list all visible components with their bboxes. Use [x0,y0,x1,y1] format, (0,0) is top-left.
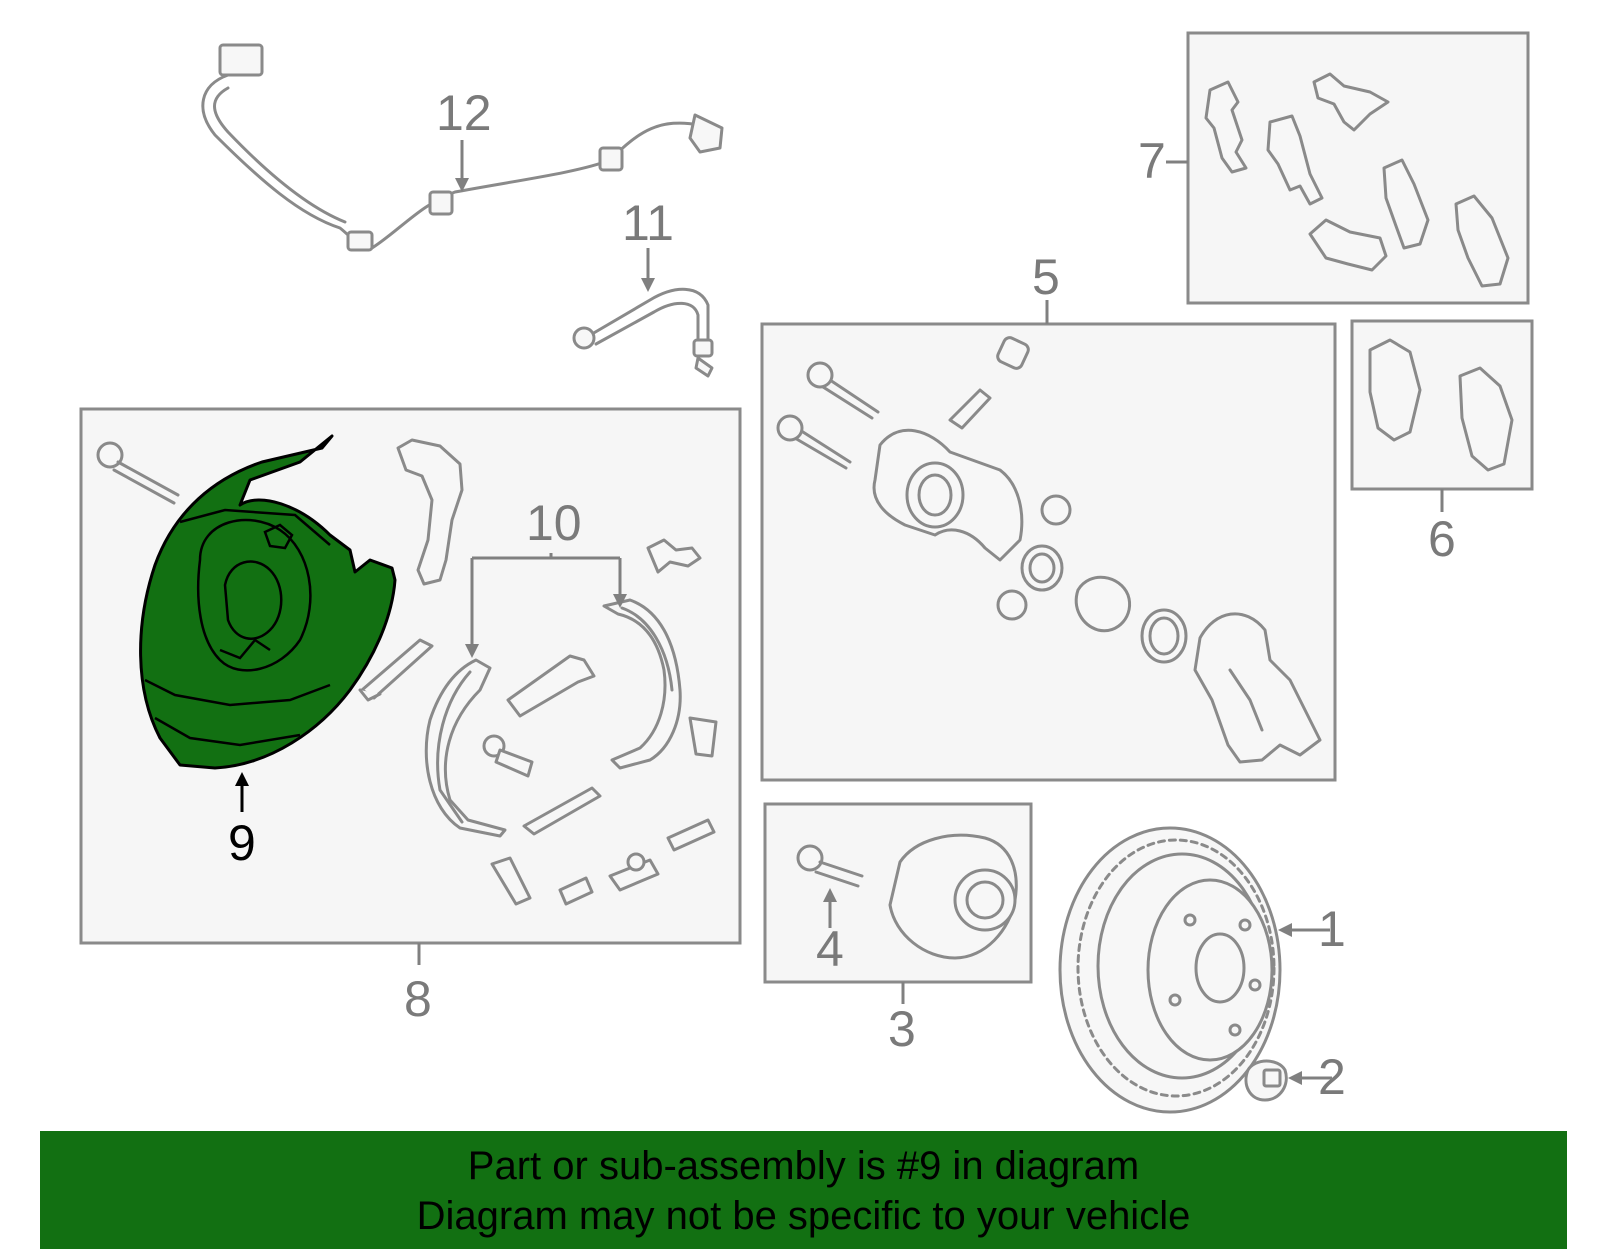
callout-7: 7 [1138,133,1166,189]
brake-shoe-hardware [482,538,718,906]
parking-brake-shoes [424,598,682,838]
dust-shield-part-9 [139,434,397,770]
callout-3: 3 [888,1001,916,1057]
park-brake-lever [396,438,464,586]
callout-5: 5 [1032,249,1060,305]
abs-sensor-wire-part-12 [201,43,724,252]
brake-hose-part-11 [572,287,714,378]
info-banner: Part or sub-assembly is #9 in diagram Di… [40,1131,1567,1249]
hub-bolt-part-4 [796,844,864,888]
brake-rotor-part-1 [1058,826,1282,1114]
hub-assembly-part-3 [888,833,1018,960]
callout-9: 9 [228,815,256,871]
caliper-assembly-part-5 [776,336,1322,764]
pad-hardware-kit-part-7 [1204,72,1510,288]
callout-11: 11 [622,195,674,251]
adjuster-strut [358,638,434,702]
hub-nut-part-2 [1244,1059,1288,1102]
callout-6: 6 [1428,511,1456,567]
leader-10 [470,553,622,650]
callout-10: 10 [526,495,582,551]
callout-12: 12 [436,85,492,141]
callout-8: 8 [404,971,432,1027]
banner-line-1: Part or sub-assembly is #9 in diagram [467,1144,1140,1188]
brake-pads-part-6 [1368,338,1514,472]
banner-line-2: Diagram may not be specific to your vehi… [416,1194,1191,1238]
backing-plate-bolt [96,441,180,505]
callout-4: 4 [816,921,844,977]
